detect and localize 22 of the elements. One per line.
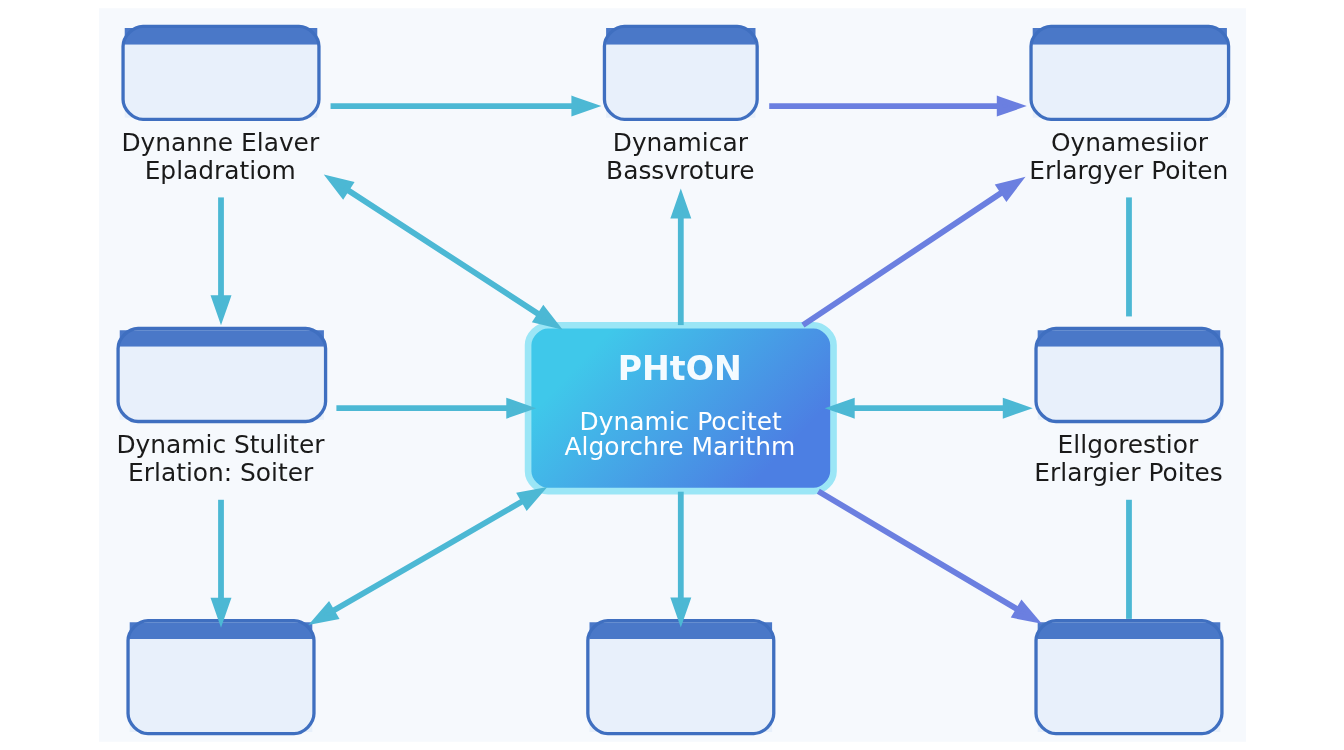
connector	[1125, 197, 1132, 317]
arrow	[210, 499, 231, 628]
connector	[1125, 499, 1132, 619]
node-label: Dynamic Stuliter Erlation: Soiter	[115, 430, 324, 488]
arrow	[323, 174, 563, 330]
node-label: Oynamesiior Erlargyer Poiten	[1028, 127, 1228, 186]
node-label: Dynamicar Bassvroture	[605, 127, 754, 186]
node-label: Dynanne Elaver Epladratiom	[120, 127, 319, 186]
node-box	[120, 24, 321, 122]
arrow	[800, 176, 1025, 328]
arrow	[816, 488, 1042, 624]
arrow	[669, 188, 691, 326]
node-box	[1033, 326, 1224, 424]
arrow	[824, 397, 1033, 419]
arrow	[307, 486, 547, 625]
arrow	[330, 95, 601, 117]
arrow	[210, 197, 231, 326]
node-box: PHtON Dynamic Pocitet Algorchre Marithm	[524, 321, 837, 495]
arrow	[669, 491, 691, 628]
node-label: Ellgorestior Erlargier Poites	[1033, 430, 1223, 488]
arrow	[335, 397, 536, 419]
arrow	[768, 95, 1027, 117]
